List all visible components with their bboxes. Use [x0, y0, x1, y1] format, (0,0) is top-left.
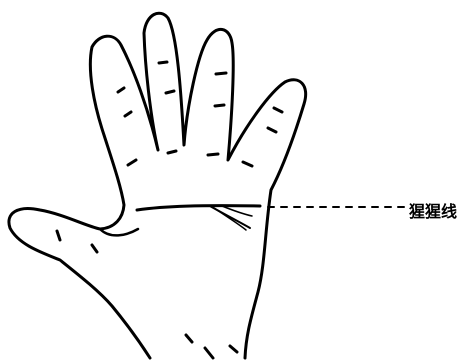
finger-crease	[168, 151, 176, 153]
finger-crease	[215, 105, 224, 106]
wrist-mark	[186, 335, 192, 342]
simian-line-branch	[214, 208, 246, 230]
thumb-crease-outline	[100, 229, 138, 235]
finger-crease	[128, 160, 136, 165]
simian-line	[137, 206, 260, 210]
wrist-mark	[230, 346, 237, 352]
finger-crease	[216, 73, 226, 74]
finger-crease	[118, 88, 124, 92]
finger-crease	[268, 128, 276, 132]
finger-crease	[274, 108, 282, 112]
hand-outline	[9, 13, 306, 358]
thumb-crease	[57, 231, 60, 240]
finger-crease	[208, 154, 218, 155]
finger-crease	[243, 162, 252, 166]
finger-crease	[159, 62, 167, 63]
thumb-crease	[92, 245, 97, 252]
finger-crease	[166, 91, 174, 93]
simian-line-label: 猩猩线	[409, 198, 457, 222]
wrist-mark	[205, 348, 213, 358]
finger-crease	[125, 112, 131, 116]
